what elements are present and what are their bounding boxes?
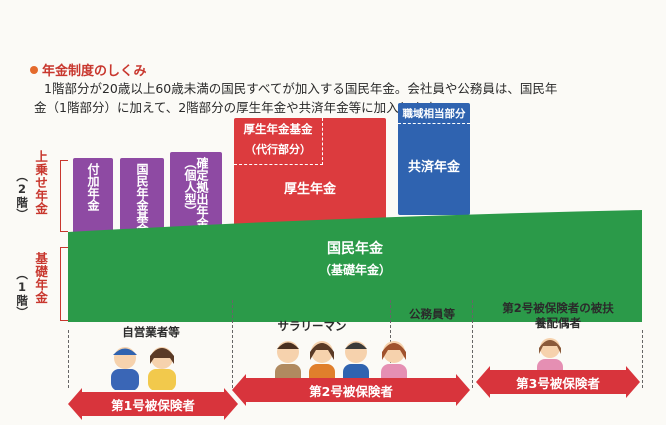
- kyosai-nenkin-block: 職域相当部分 共済年金: [398, 103, 470, 215]
- insured-1-label: 第1号被保険者: [111, 397, 195, 413]
- upper-main-label: 上乗せ年金: [33, 150, 49, 215]
- bullet-icon: [30, 66, 38, 74]
- kokumin-nenkin-label: 国民年金: [327, 241, 383, 257]
- kokumin-nenkin-bar: [68, 210, 642, 322]
- divider-1: [232, 300, 233, 388]
- group-jieigyo: 自営業者等: [122, 325, 180, 339]
- group-salaryman: サラリーマン: [277, 319, 347, 333]
- kakutei-kyoshutsu-box: 確定拠出年金（個人型）: [170, 152, 222, 236]
- arrow-left-icon: [476, 366, 490, 398]
- shokuiki-label: 職域相当部分: [402, 107, 466, 120]
- lower-main-label: 基礎年金: [33, 252, 49, 304]
- intro-line-2: 金（1階部分）に加えて、2階部分の厚生年金や共済年金等に加入します。: [34, 100, 448, 115]
- kosei-nenkin-label: 厚生年金: [283, 181, 336, 197]
- divider-right: [642, 330, 643, 388]
- lower-bracket: [60, 247, 68, 321]
- heading-text: 年金制度のしくみ: [42, 64, 147, 79]
- kokumin-nenkin-sub: （基礎年金）: [318, 262, 391, 277]
- arrow-right-icon: [626, 366, 640, 398]
- kyosai-nenkin-label: 共済年金: [407, 159, 460, 175]
- group-hifuyo: 第2号被保険者の被扶養配偶者: [502, 301, 614, 330]
- kosei-kikin-sub: （代行部分）: [245, 143, 311, 156]
- kosei-nenkin-block: 厚生年金基金 （代行部分） 厚生年金: [234, 118, 386, 226]
- diagram-heading: 年金制度のしくみ: [30, 60, 147, 79]
- kakutei-kyoshutsu-label: 確定拠出年金（個人型）: [183, 157, 209, 229]
- fuka-nenkin-label: 付加年金: [86, 163, 100, 211]
- kosei-kikin-panel: [234, 118, 323, 165]
- intro-line-1: 1階部分が20歳以上60歳未満の国民すべてが加入する国民年金。会社員や公務員は、…: [44, 81, 558, 96]
- arrow-left-icon: [68, 388, 82, 420]
- insured-1-arrow: 第1号被保険者: [68, 388, 238, 420]
- kyosai-divider: [398, 123, 470, 124]
- arrow-left-icon: [232, 374, 246, 406]
- kokumin-kikin-box: 国民年金基金: [120, 158, 164, 236]
- insured-3-arrow: 第3号被保険者: [476, 366, 640, 398]
- kokumin-kikin-label: 国民年金基金: [135, 163, 149, 235]
- upper-bracket: [60, 160, 68, 232]
- arrow-right-icon: [456, 374, 470, 406]
- insured-2-arrow: 第2号被保険者: [232, 374, 470, 406]
- insured-2-label: 第2号被保険者: [309, 383, 393, 399]
- self-employed-people-icon: [111, 347, 176, 390]
- kokumin-nenkin-shape: [68, 210, 642, 322]
- kosei-kikin-label: 厚生年金基金: [243, 122, 313, 136]
- insured-3-label: 第3号被保険者: [516, 375, 600, 391]
- lower-sub-label: （1階）: [15, 268, 30, 319]
- divider-3: [472, 300, 473, 388]
- fuka-nenkin-box: 付加年金: [73, 158, 113, 236]
- upper-sub-label: （2階）: [15, 170, 30, 221]
- group-komuin: 公務員等: [409, 307, 455, 321]
- divider-left: [68, 330, 69, 388]
